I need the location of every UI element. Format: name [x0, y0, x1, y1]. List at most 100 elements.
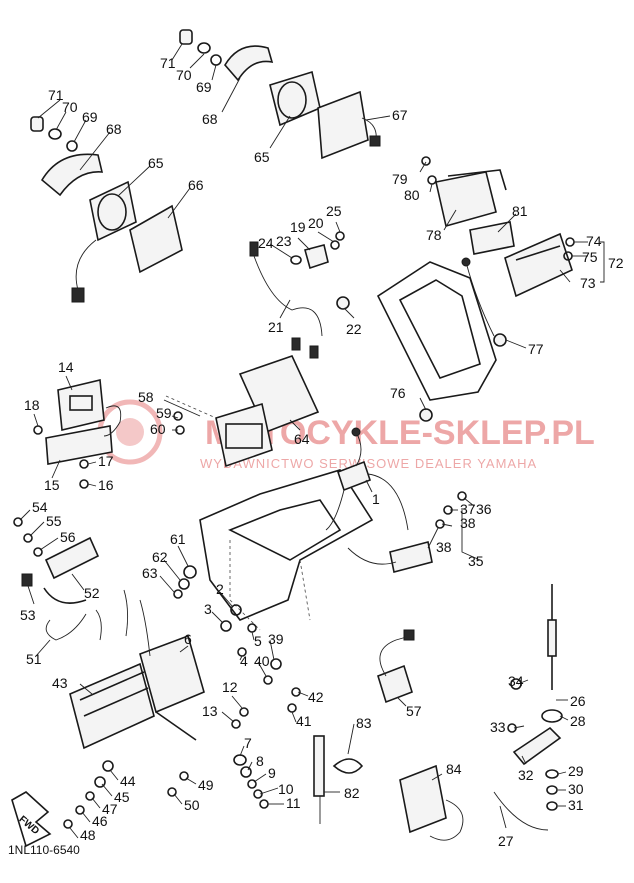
- callout-13: 13: [202, 703, 218, 719]
- key-34: [510, 678, 522, 690]
- amp-bracket: [155, 711, 197, 741]
- callout-14: 14: [58, 359, 74, 375]
- callout-69-left: 69: [82, 109, 98, 125]
- leader-lines: [19, 43, 605, 839]
- callout-81: 81: [512, 203, 528, 219]
- washer-47: [85, 791, 95, 801]
- callout-70-left: 70: [62, 99, 78, 115]
- callout-65-left: 65: [148, 155, 164, 171]
- washer-80: [427, 175, 437, 185]
- grille-66: [129, 204, 183, 274]
- clock-14: [57, 379, 105, 431]
- callout-24: 24: [258, 235, 274, 251]
- center-bracket-frame: [199, 469, 374, 631]
- bracket-78-arm: [447, 169, 507, 191]
- fairing-panel: [376, 261, 497, 422]
- screw-74: [565, 237, 575, 247]
- screw-12: [239, 707, 249, 717]
- callout-31: 31: [568, 797, 584, 813]
- washer-50: [167, 787, 177, 797]
- harness-plug-a: [291, 337, 301, 351]
- nut-28: [541, 709, 563, 723]
- nut-31: [546, 801, 558, 811]
- callout-1: 1: [372, 491, 380, 507]
- panel-outline: [376, 261, 497, 401]
- wire-1-left: [325, 489, 345, 531]
- washer-30: [546, 785, 558, 795]
- tuner-wire: [465, 261, 495, 337]
- callout-70-top: 70: [176, 67, 192, 83]
- speaker-65-left: [89, 180, 137, 242]
- diagram-code: 1NL110-6540: [8, 843, 80, 857]
- callout-7: 7: [244, 735, 252, 751]
- screw-79: [421, 156, 431, 166]
- watermark: MOTOCYKLE-SKLEP.PL WYDAWNICTWO SERWISOWE…: [97, 399, 595, 471]
- screw-63: [173, 589, 183, 599]
- callout-83: 83: [356, 715, 372, 731]
- callout-5: 5: [254, 633, 262, 649]
- lower-center-parts: [313, 629, 464, 841]
- collar-40: [263, 675, 273, 685]
- wire-1-right: [367, 473, 409, 531]
- cable-82: [313, 735, 325, 797]
- grommet-22: [336, 296, 350, 310]
- battery-84: [399, 764, 447, 834]
- callout-44: 44: [120, 773, 136, 789]
- callout-58: 58: [138, 389, 154, 405]
- callout-39: 39: [268, 631, 284, 647]
- box-58: [215, 402, 273, 468]
- clock-assembly: [33, 379, 122, 489]
- relay-assembly: [13, 517, 100, 641]
- collar-8: [240, 766, 252, 778]
- callout-61: 61: [170, 531, 186, 547]
- callout-82: 82: [344, 785, 360, 801]
- callout-78: 78: [426, 227, 442, 243]
- wiring-1-assembly: [325, 427, 467, 573]
- washer-13: [231, 719, 241, 729]
- callout-80: 80: [404, 187, 420, 203]
- switch-1: [336, 460, 372, 492]
- frame-dash-a: [229, 540, 261, 631]
- callout-47: 47: [102, 801, 118, 817]
- coil-57-wire: [379, 635, 411, 677]
- grommet-61: [183, 565, 197, 579]
- grille-67: [317, 90, 369, 160]
- callout-77: 77: [528, 341, 544, 357]
- callout-42: 42: [308, 689, 324, 705]
- clamp-83: [332, 758, 364, 774]
- speaker-cone-left: [97, 193, 127, 231]
- speaker-cone-top: [277, 81, 307, 119]
- callout-75: 75: [582, 249, 598, 265]
- screw-41: [287, 703, 297, 713]
- callout-66: 66: [188, 177, 204, 193]
- callout-76: 76: [390, 385, 406, 401]
- callout-36: 36: [476, 501, 492, 517]
- pad-81: [469, 221, 515, 255]
- relay-52: [44, 536, 100, 580]
- wire-35: [347, 547, 397, 565]
- callout-22: 22: [346, 321, 362, 337]
- nut-56: [33, 547, 43, 557]
- callout-32: 32: [518, 767, 534, 783]
- callout-2: 2: [216, 581, 224, 597]
- screw-16: [79, 479, 89, 489]
- callout-74: 74: [586, 233, 602, 249]
- grommet-77: [493, 333, 507, 347]
- callout-48: 48: [80, 827, 96, 843]
- callout-63: 63: [142, 565, 158, 581]
- callout-49: 49: [198, 777, 214, 793]
- washer-17: [79, 459, 89, 469]
- amp-wire-a: [95, 609, 102, 641]
- amplifier-assembly: [69, 589, 205, 750]
- battery-wire: [429, 799, 464, 841]
- callout-68-left: 68: [106, 121, 122, 137]
- switch-assembly: [249, 231, 350, 359]
- antenna-assembly: [493, 584, 563, 831]
- callout-60: 60: [150, 421, 166, 437]
- collar-45: [94, 776, 106, 788]
- callout-65-top: 65: [254, 149, 270, 165]
- callout-19: 19: [290, 219, 306, 235]
- callout-3: 3: [204, 601, 212, 617]
- amplifier-43-fin2: [83, 687, 149, 717]
- callout-29: 29: [568, 763, 584, 779]
